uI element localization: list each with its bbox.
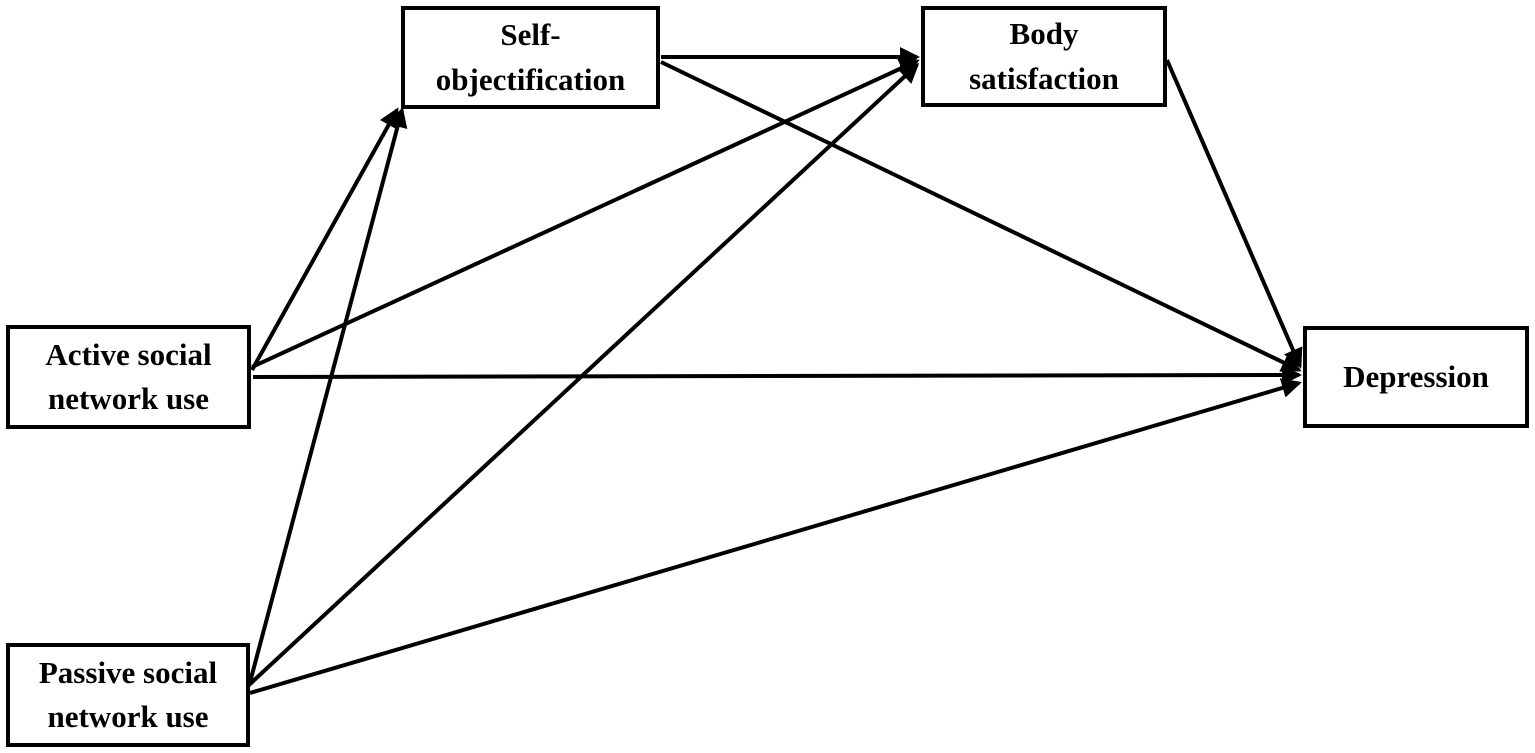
node-active-social-network-use: Active social network use bbox=[6, 325, 251, 429]
node-label-line: network use bbox=[47, 381, 210, 416]
edge-passive-social-network-use-to-depression bbox=[249, 378, 1302, 695]
node-body-satisfaction: Body satisfaction bbox=[921, 6, 1167, 107]
edge-body-satisfaction-to-depression bbox=[1165, 59, 1303, 369]
node-self-objectification: Self- objectification bbox=[401, 6, 660, 109]
edge-self-objectification-to-depression bbox=[660, 60, 1302, 372]
node-label-line: objectification bbox=[435, 61, 626, 97]
node-label-line: Body bbox=[1009, 16, 1079, 52]
node-label-line: Passive social bbox=[38, 654, 218, 690]
node-depression: Depression bbox=[1303, 326, 1529, 428]
edge-passive-social-network-use-to-self-objectification bbox=[247, 107, 408, 687]
node-label-line: Active social bbox=[45, 336, 212, 372]
node-label-line: Depression bbox=[1343, 358, 1489, 394]
edge-passive-social-network-use-to-body-satisfaction bbox=[248, 62, 920, 686]
edge-active-social-network-use-to-depression bbox=[252, 365, 1302, 386]
edge-active-social-network-use-to-body-satisfaction bbox=[251, 59, 920, 369]
node-passive-social-network-use: Passive social network use bbox=[6, 643, 250, 747]
edge-active-social-network-use-to-self-objectification bbox=[250, 107, 399, 371]
node-label-line: satisfaction bbox=[969, 60, 1119, 96]
node-label-line: Self- bbox=[500, 17, 561, 53]
node-label-line: network use bbox=[47, 699, 209, 734]
